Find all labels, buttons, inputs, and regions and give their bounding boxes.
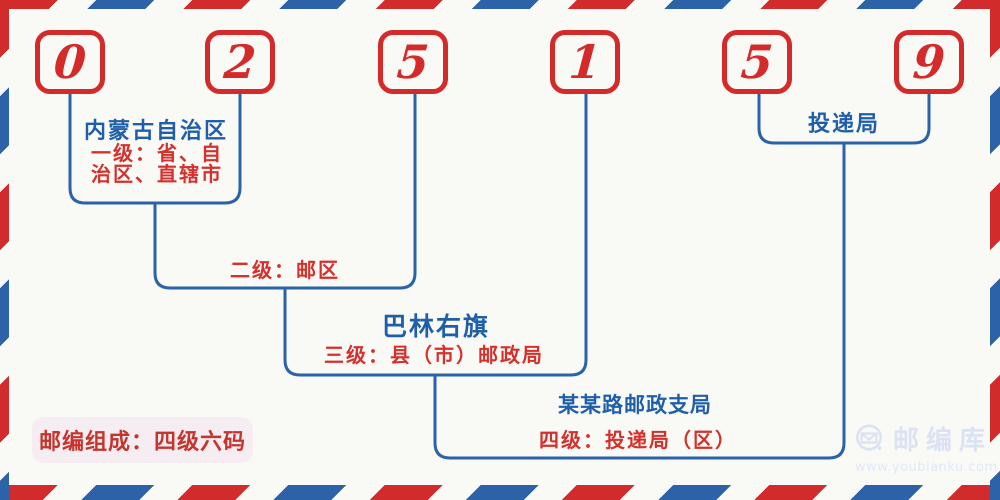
digit-box-1: 0 [35, 30, 105, 94]
digit-box-3: 5 [378, 30, 448, 94]
digit-box-2: 2 [205, 30, 275, 94]
watermark-url: www.youbianku.com [855, 460, 998, 475]
digit-6: 9 [911, 35, 947, 89]
delivery-bureau-label: 投递局 [807, 111, 881, 137]
level3-label: 三级：县（市）邮政局 [324, 343, 544, 367]
level1-region-name: 内蒙古自治区 [83, 118, 229, 144]
digit-box-4: 1 [550, 30, 620, 94]
digit-box-5: 5 [722, 30, 792, 94]
watermark-brand: 邮编库 [893, 426, 993, 456]
level3-region-name: 巴林右旗 [381, 312, 491, 341]
digit-3: 5 [395, 35, 431, 89]
digit-5: 5 [739, 35, 775, 89]
digit-2: 2 [222, 35, 258, 89]
watermark: 邮编库 www.youbianku.com [855, 420, 998, 475]
airmail-border-bottom [0, 485, 1000, 500]
level1-label: 一级：省、自 治区、直辖市 [91, 143, 223, 185]
digit-box-6: 9 [894, 30, 964, 94]
level4-region-name: 某某路邮政支局 [558, 392, 712, 417]
airmail-border-top [0, 0, 1000, 9]
envelope-circle-icon [856, 424, 882, 450]
level1-label-line2: 治区、直辖市 [91, 162, 223, 186]
digit-1: 0 [52, 35, 88, 89]
composition-badge-text: 邮编组成：四级六码 [38, 429, 246, 455]
digit-4: 1 [567, 35, 603, 89]
airmail-border-left [0, 0, 9, 500]
composition-badge: 邮编组成：四级六码 [32, 417, 253, 463]
level2-label: 二级：邮区 [230, 258, 340, 282]
airmail-border-right [990, 0, 1000, 500]
level1-label-line1: 一级：省、自 [91, 141, 223, 165]
level4-label: 四级：投递局（区） [539, 428, 737, 452]
